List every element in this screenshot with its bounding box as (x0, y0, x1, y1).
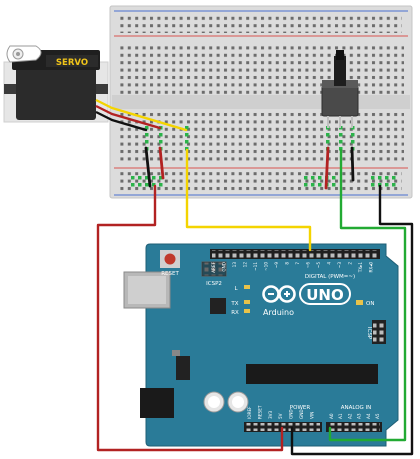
pin-label: GND (299, 409, 304, 419)
arduino-logo-icon (262, 285, 296, 303)
power-jack (140, 388, 174, 418)
reset-label: RESET (161, 271, 179, 277)
analog-pin-labels: A0 A1 A2 A3 A4 A5 (329, 413, 380, 419)
pin-label: A4 (366, 413, 371, 419)
pin-label: GND (222, 262, 227, 272)
pin-label: VIN (309, 412, 314, 419)
digital-header-label: DIGITAL (PWM=~) (305, 274, 355, 280)
breadboard (109, 5, 413, 199)
led-l-label: L (234, 286, 238, 292)
pin-label: 7 (295, 262, 300, 265)
servo-ground-jumper (110, 118, 148, 132)
analog-header-label: ANALOG IN (341, 405, 372, 411)
servo-to-power-rail (158, 146, 165, 180)
pin-label: RX◂0 (369, 262, 374, 273)
pin-label: GND (289, 409, 294, 419)
pin-label: A5 (375, 413, 380, 419)
pin-label: 13 (232, 262, 237, 268)
pin-label: ~10 (264, 262, 269, 271)
servo-to-ground-rail (144, 146, 152, 188)
pin-label: 5V (278, 413, 283, 419)
icsp2-label: ICSP2 (206, 281, 222, 287)
terminal-strip-bottom (118, 111, 404, 161)
pin-label: A3 (357, 413, 362, 419)
pot-to-power-rail (324, 146, 330, 190)
signal-wire-yellow (185, 148, 312, 252)
pin-label: AREF (211, 261, 216, 272)
board-model-label: UNO (306, 286, 344, 304)
pin-label: 8 (285, 262, 290, 265)
arduino-logo-text: Arduino (263, 308, 294, 317)
connected-holes (131, 126, 396, 187)
icsp-label: ICSP (366, 327, 372, 340)
power-header-label: POWER (290, 405, 311, 411)
pin-label: ~9 (274, 262, 279, 269)
terminal-strip-top (118, 44, 404, 94)
center-channel (112, 95, 410, 109)
pin-label: IOREF (247, 406, 252, 419)
servo-label: SERVO (56, 58, 88, 68)
led-tx-label: TX (230, 301, 238, 307)
ground-wire-black (290, 184, 414, 456)
pin-label: ~6 (306, 262, 311, 269)
voltage-regulator (176, 356, 190, 380)
usb-chip (210, 298, 226, 314)
servo-horn-icon (6, 45, 42, 63)
pin-label: ~11 (253, 262, 258, 271)
pin-label: A2 (347, 413, 352, 419)
pin-label: 3V3 (268, 410, 273, 419)
pin-label: TX▸1 (358, 262, 363, 274)
servo-motor: SERVO (3, 45, 113, 123)
capacitor-icon (203, 391, 249, 413)
pin-label: A0 (329, 413, 334, 419)
power-wire-red (96, 184, 284, 452)
top-power-rail-holes (120, 14, 402, 33)
servo-power-jumper (110, 112, 162, 130)
bottom-power-rail-holes (120, 172, 402, 191)
pin-label: A1 (338, 413, 343, 419)
wires (96, 106, 414, 456)
pin-label: 4 (327, 262, 332, 265)
pin-label: ~5 (316, 262, 321, 269)
pin-label: 12 (243, 262, 248, 268)
on-led-label: ON (366, 301, 374, 307)
digital-pin-labels: AREF GND 13 12 ~11 ~10 ~9 8 7 ~6 ~5 4 ~3 2 TX▸1 RX◂0 (211, 261, 374, 273)
pin-label: RESET (257, 405, 262, 419)
pin-label: 2 (348, 262, 353, 265)
potentiometer-icon (321, 50, 359, 128)
atmega-chip (246, 364, 378, 384)
servo-signal-jumper (110, 106, 188, 132)
pot-to-ground-rail (350, 146, 355, 182)
pin-label: ~3 (337, 262, 342, 269)
power-pin-labels: IOREF RESET 3V3 5V GND GND VIN (247, 405, 314, 419)
analog-wire-green (328, 148, 407, 442)
led-rx-label: RX (231, 310, 239, 316)
